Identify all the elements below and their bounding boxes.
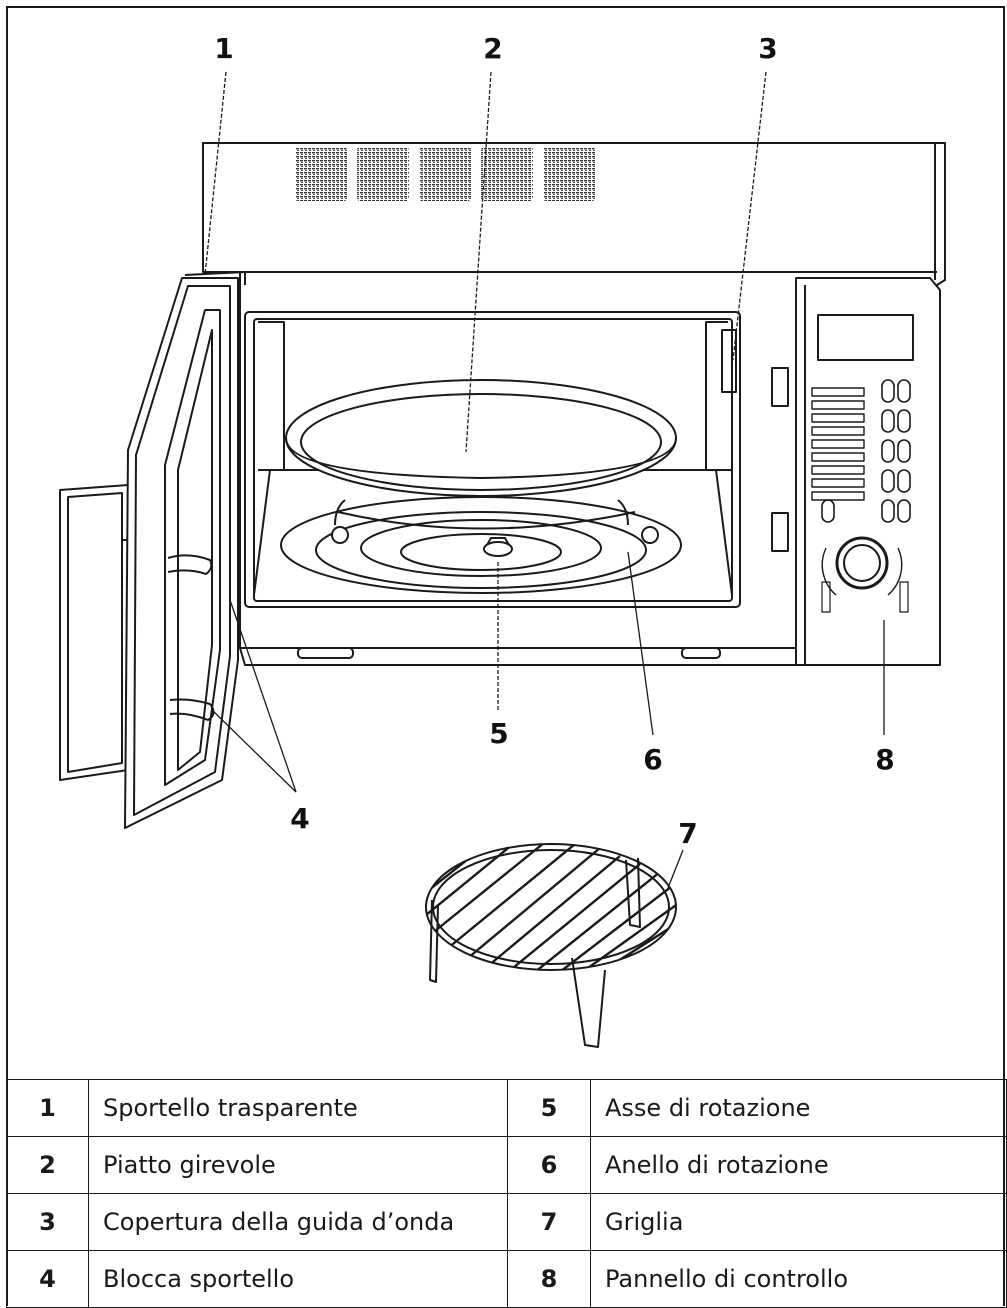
- microwave-diagram: 1 2 3 4 5 6 7 8: [59, 32, 946, 1048]
- callout-8: 8: [875, 743, 894, 776]
- control-panel: [795, 277, 941, 666]
- parts-legend-table: 1 Sportello trasparente 5 Asse di rotazi…: [6, 1079, 1007, 1308]
- callout-2: 2: [483, 32, 502, 65]
- legend-label: Sportello trasparente: [88, 1079, 508, 1137]
- legend-number: 6: [507, 1136, 591, 1194]
- rotation-axle: [483, 537, 513, 557]
- table-row: 2 Piatto girevole 6 Anello di rotazione: [6, 1136, 1007, 1194]
- table-row: 4 Blocca sportello 8 Pannello di control…: [6, 1250, 1007, 1308]
- leader-lines: [204, 71, 885, 889]
- legend-label: Piatto girevole: [88, 1136, 508, 1194]
- callout-7: 7: [678, 817, 697, 850]
- legend-label: Asse di rotazione: [590, 1079, 1007, 1137]
- legend-label: Copertura della guida d’onda: [88, 1193, 508, 1251]
- legend-label: Griglia: [590, 1193, 1007, 1251]
- oven-cavity: [244, 311, 741, 608]
- legend-number: 8: [507, 1250, 591, 1308]
- waveguide-cover: [721, 329, 737, 393]
- legend-number: 1: [6, 1079, 89, 1137]
- roller-ring: [280, 496, 682, 594]
- callout-6: 6: [643, 743, 662, 776]
- legend-number: 3: [6, 1193, 89, 1251]
- feet: [297, 647, 721, 659]
- callout-3: 3: [758, 32, 777, 65]
- callout-4: 4: [290, 802, 309, 835]
- table-row: 3 Copertura della guida d’onda 7 Griglia: [6, 1193, 1007, 1251]
- vent-grille: [295, 147, 595, 201]
- turntable-plate: [285, 379, 677, 497]
- legend-label: Anello di rotazione: [590, 1136, 1007, 1194]
- wire-rack: [425, 843, 677, 1048]
- control-knob: [835, 536, 889, 590]
- latch-holes: [771, 367, 789, 552]
- door-latch-hooks: [167, 554, 215, 721]
- legend-number: 7: [507, 1193, 591, 1251]
- legend-number: 2: [6, 1136, 89, 1194]
- legend-label: Pannello di controllo: [590, 1250, 1007, 1308]
- table-row: 1 Sportello trasparente 5 Asse di rotazi…: [6, 1079, 1007, 1137]
- legend-number: 4: [6, 1250, 89, 1308]
- callout-5: 5: [489, 717, 508, 750]
- callout-1: 1: [214, 32, 233, 65]
- transparent-door: [59, 271, 246, 829]
- legend-number: 5: [507, 1079, 591, 1137]
- callout-numbers: 1 2 3 4 5 6 7 8: [214, 32, 894, 850]
- legend-label: Blocca sportello: [88, 1250, 508, 1308]
